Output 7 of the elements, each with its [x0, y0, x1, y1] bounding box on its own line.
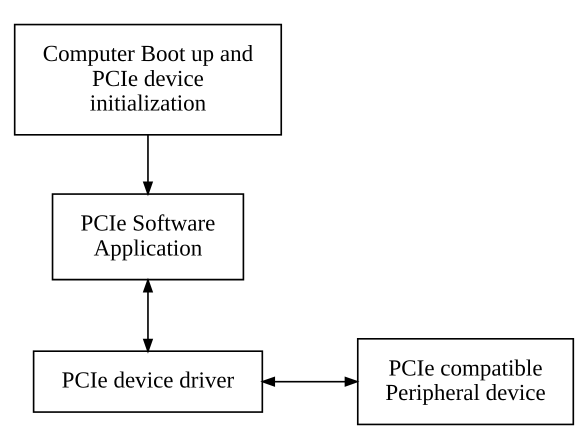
node-box: PCIe compatible Peripheral device [356, 338, 574, 425]
node-box: PCIe device driver [32, 350, 264, 412]
arrow [142, 134, 154, 196]
node-box: PCIe Software Application [52, 192, 244, 280]
node-box: Computer Boot up and PCIe device initialization [14, 23, 282, 136]
arrow [142, 277, 154, 354]
arrow [260, 376, 360, 386]
